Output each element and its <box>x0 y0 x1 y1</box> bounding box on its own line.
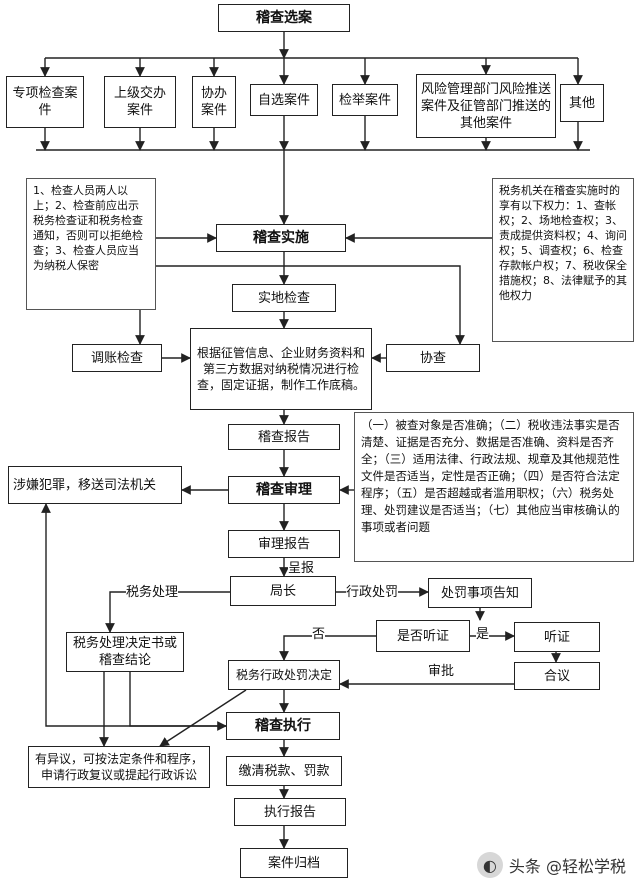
no-label: 否 <box>312 627 326 643</box>
audit-report-node: 稽查报告 <box>228 424 340 450</box>
penalty-decision-node: 税务行政处罚决定 <box>228 660 340 690</box>
penalty-notice-node: 处罚事项告知 <box>428 578 532 608</box>
watermark-logo-icon: ◐ <box>476 852 503 878</box>
tax-handling-label: 税务处理 <box>126 585 179 601</box>
other-case-node: 其他 <box>560 84 604 122</box>
objection-node: 有异议，可按法定条件和程序，申请行政复议或提起行政诉讼 <box>28 746 210 788</box>
selection-node: 稽查选案 <box>218 4 350 32</box>
special-case-node: 专项检查案件 <box>6 76 84 128</box>
review-node: 稽查审理 <box>228 476 340 504</box>
admin-penalty-label: 行政处罚 <box>346 585 399 601</box>
implementation-node: 稽查实施 <box>216 224 346 252</box>
yes-label: 是 <box>476 627 490 643</box>
deliberation-node: 合议 <box>514 662 600 690</box>
hearing-question-node: 是否听证 <box>376 620 470 652</box>
tax-authority-powers-note: 税务机关在稽查实施时的享有以下权力：1、查帐权；2、场地检查权；3、责成提供资料… <box>492 178 634 342</box>
review-checklist-note: （一）被查对象是否准确；（二）税收违法事实是否清楚、证据是否充分、数据是否准确、… <box>354 412 634 562</box>
watermark-text: 头条 @轻松学税 <box>508 857 626 876</box>
decision-book-node: 税务处理决定书或稽查结论 <box>66 632 184 672</box>
cooperation-node: 协查 <box>386 344 480 372</box>
execution-node: 稽查执行 <box>226 712 340 740</box>
superior-case-node: 上级交办案件 <box>104 76 176 128</box>
watermark: ◐ 头条 @轻松学税 <box>476 852 626 878</box>
account-check-node: 调账检查 <box>72 344 162 372</box>
evidence-node: 根据征管信息、企业财务资料和第三方数据对纳税情况进行检查，固定证据，制作工作底稿… <box>190 328 372 410</box>
crime-transfer-node: 涉嫌犯罪，移送司法机关 <box>8 466 182 504</box>
self-selected-node: 自选案件 <box>250 84 318 116</box>
approve-label: 审批 <box>428 664 455 680</box>
archive-node: 案件归档 <box>240 848 348 878</box>
report-case-node: 检举案件 <box>332 84 398 116</box>
submit-label: 呈报 <box>288 561 315 577</box>
risk-case-node: 风险管理部门风险推送案件及征管部门推送的其他案件 <box>416 74 556 138</box>
exec-report-node: 执行报告 <box>234 798 346 826</box>
assist-case-node: 协办案件 <box>192 76 236 128</box>
inspector-duty-note: 1、检查人员两人以上；2、检查前应出示税务检查证和税务检查通知，否则可以拒绝检查… <box>26 178 156 310</box>
review-report-node: 审理报告 <box>228 530 340 558</box>
field-check-node: 实地检查 <box>232 284 336 312</box>
payment-node: 缴清税款、罚款 <box>226 756 342 786</box>
director-node: 局长 <box>230 576 336 606</box>
hearing-node: 听证 <box>514 622 600 652</box>
